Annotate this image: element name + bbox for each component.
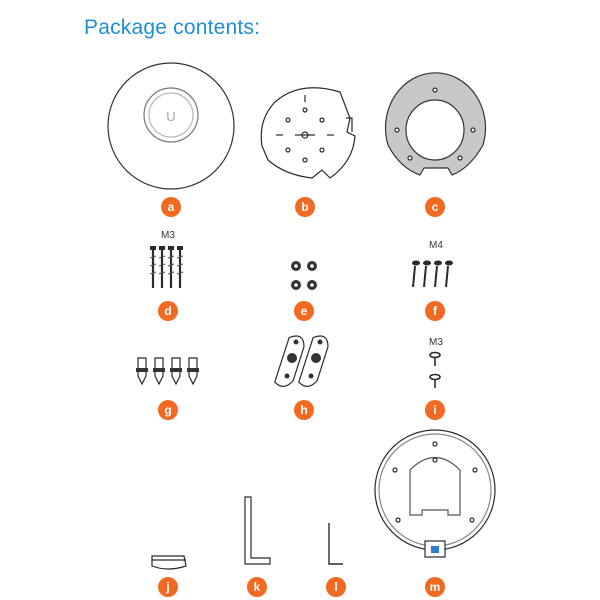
screw-size-label-i: M3: [429, 337, 443, 348]
badge-e: e: [294, 301, 314, 321]
badge-i: i: [425, 400, 445, 420]
nuts-icon: [291, 261, 317, 290]
wall-anchors-icon: [136, 357, 199, 386]
m3-short-screws-icon: [429, 351, 441, 388]
badge-a: a: [161, 197, 181, 217]
badge-d: d: [158, 301, 178, 321]
badge-m: m: [425, 577, 445, 597]
badge-j: j: [158, 577, 178, 597]
ceiling-mount-plate-icon: [374, 429, 496, 558]
access-point-icon: U: [107, 62, 235, 190]
badge-k: k: [247, 577, 267, 597]
small-hex-key-icon: [328, 523, 343, 565]
screw-size-label-f: M4: [429, 240, 443, 251]
badge-f: f: [425, 301, 445, 321]
recessed-ceiling-ring-icon: [384, 72, 487, 176]
badge-g: g: [158, 400, 178, 420]
large-hex-key-icon: [244, 496, 271, 565]
cap-icon: [151, 555, 187, 570]
mounting-bracket-icon: [260, 87, 356, 179]
badge-l: l: [326, 577, 346, 597]
svg-text:U: U: [166, 109, 175, 124]
screw-size-label-d: M3: [161, 230, 175, 241]
badge-c: c: [425, 197, 445, 217]
m3-long-screws-icon: [149, 246, 184, 288]
badge-b: b: [295, 197, 315, 217]
m4-screws-icon: [412, 260, 453, 288]
page-title: Package contents:: [84, 16, 261, 39]
badge-h: h: [294, 400, 314, 420]
ceiling-clips-icon: [274, 335, 329, 387]
